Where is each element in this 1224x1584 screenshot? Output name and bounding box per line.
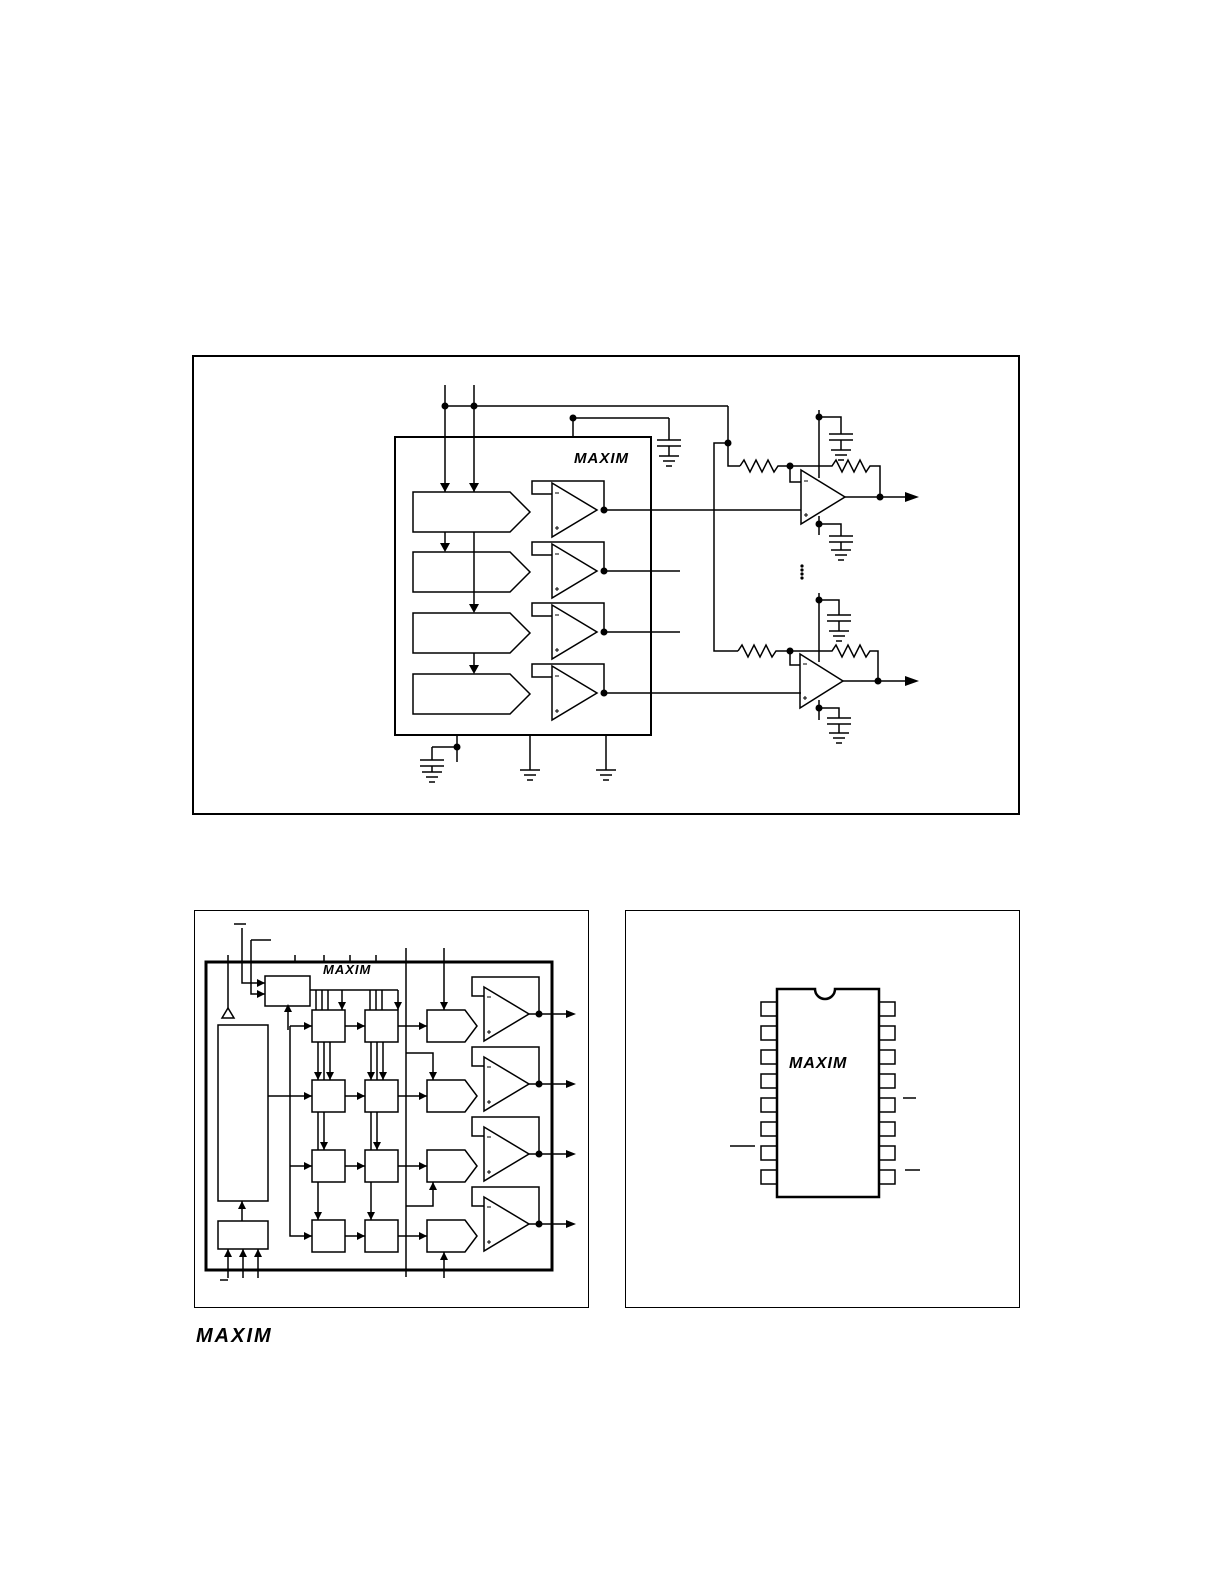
functional-diagram-frame xyxy=(194,910,589,1308)
pin-configuration-frame xyxy=(625,910,1020,1308)
decoder-block xyxy=(264,975,311,1007)
maxim-logo-application: MAXIM xyxy=(574,450,629,467)
functional-ic-body xyxy=(204,960,554,1272)
input-register xyxy=(217,1024,269,1202)
dac-ic-body xyxy=(394,436,652,736)
control-logic xyxy=(217,1220,269,1250)
maxim-logo-footer: MAXIM xyxy=(196,1325,273,1347)
application-circuit-frame xyxy=(192,355,1020,815)
maxim-logo-package: MAXIM xyxy=(789,1055,848,1072)
maxim-logo-functional: MAXIM xyxy=(323,962,372,977)
dip-package-body xyxy=(775,987,881,1199)
